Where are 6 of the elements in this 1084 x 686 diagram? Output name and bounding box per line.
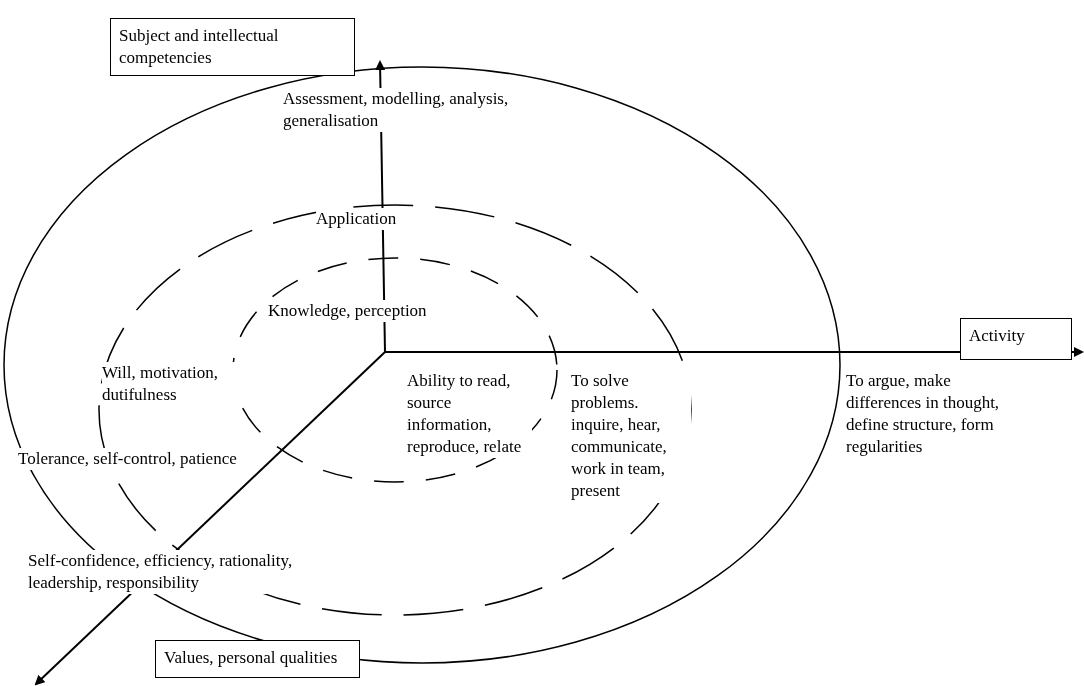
axis-label-box: Subject and intellectual competencies [110, 18, 355, 77]
axis-label-box: Activity [960, 318, 1072, 360]
competency-text: Tolerance, self-control, patience [18, 448, 237, 471]
axis-label-box: Values, personal qualities [155, 640, 360, 678]
competency-text: Application [316, 208, 397, 231]
competency-text: Knowledge, perception [268, 300, 427, 323]
